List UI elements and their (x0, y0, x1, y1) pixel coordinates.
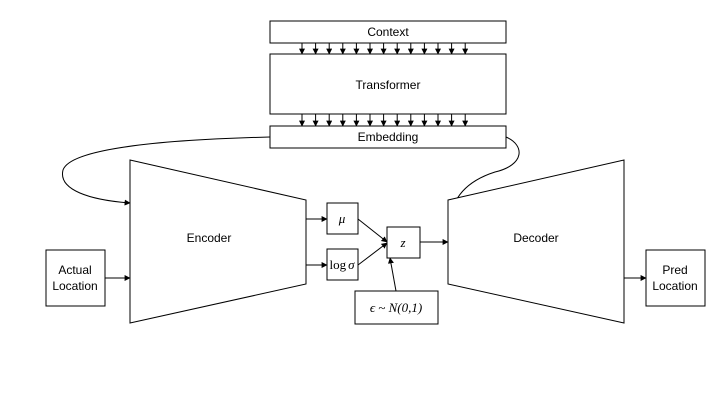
actual-location-label-line1: Actual (58, 263, 91, 277)
z-block: z (386, 226, 421, 259)
actual-location-box (45, 249, 106, 307)
embedding-label: Embedding (358, 130, 419, 144)
log-text: log (329, 257, 346, 272)
embedding-to-encoder-curve (62, 136, 271, 206)
encoder-label: Encoder (187, 231, 232, 245)
embedding-block: Embedding (269, 125, 507, 149)
transformer-box (269, 53, 507, 115)
pred-location-label-line2: Location (652, 279, 697, 293)
mu-label: μ (338, 211, 346, 226)
decoder-shape (447, 159, 625, 324)
actual-location-label-line2: Location (52, 279, 97, 293)
z-label: z (399, 235, 405, 250)
epsilon-label: ϵ ~ N(0,1) (370, 300, 422, 315)
transformer-block: Transformer (269, 53, 507, 115)
logsigma-to-z-arrow (357, 242, 388, 266)
context-to-transformer-arrows (299, 43, 469, 55)
mu-block: μ (326, 202, 359, 235)
pred-location-label-line1: Pred (662, 263, 687, 277)
epsilon-box (354, 290, 439, 325)
encoder-shape (129, 159, 307, 324)
pred-location-box (645, 249, 706, 307)
actual-location-block: Actual Location (45, 249, 106, 307)
transformer-to-embedding-arrows (299, 114, 469, 127)
context-label: Context (367, 25, 409, 39)
transformer-label: Transformer (356, 78, 421, 92)
decoder-block: Decoder (447, 159, 625, 324)
decoder-label: Decoder (513, 231, 558, 245)
encoder-block: Encoder (129, 159, 307, 324)
context-box (269, 20, 507, 44)
context-block: Context (269, 20, 507, 44)
sigma-text: σ (348, 257, 355, 272)
epsilon-to-z-arrow (388, 257, 397, 292)
epsilon-block: ϵ ~ N(0,1) (354, 290, 439, 325)
z-box (386, 226, 421, 259)
mu-to-z-arrow (357, 218, 388, 243)
pred-location-block: Pred Location (645, 249, 706, 307)
mu-box (326, 202, 359, 235)
